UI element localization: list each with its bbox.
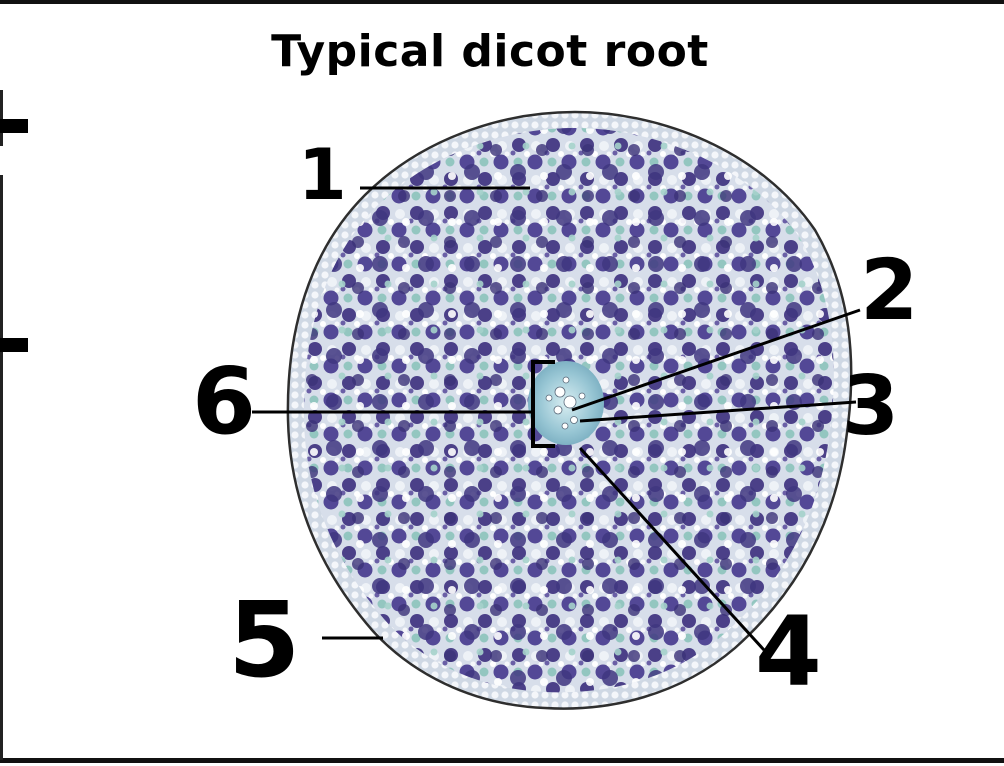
leader-line-2 bbox=[571, 308, 861, 412]
edge-tick-mark-lower bbox=[0, 338, 28, 352]
frame-border-top bbox=[0, 0, 1004, 4]
label-4: 4 bbox=[755, 596, 822, 708]
label-1: 1 bbox=[298, 134, 347, 216]
frame-border-left-upper bbox=[0, 90, 3, 146]
leader-line-4 bbox=[578, 446, 766, 652]
edge-tick-mark-upper bbox=[0, 119, 28, 133]
label-3: 3 bbox=[842, 359, 900, 454]
frame-border-left-lower bbox=[0, 175, 3, 760]
stele-bracket bbox=[531, 360, 555, 448]
label-6: 6 bbox=[192, 348, 257, 455]
frame-border-bottom bbox=[0, 758, 1004, 763]
xylem-vessels bbox=[545, 376, 586, 430]
label-2: 2 bbox=[860, 241, 919, 339]
diagram-title: Typical dicot root bbox=[271, 26, 709, 77]
leader-line-3 bbox=[579, 400, 857, 423]
label-5: 5 bbox=[228, 579, 301, 701]
